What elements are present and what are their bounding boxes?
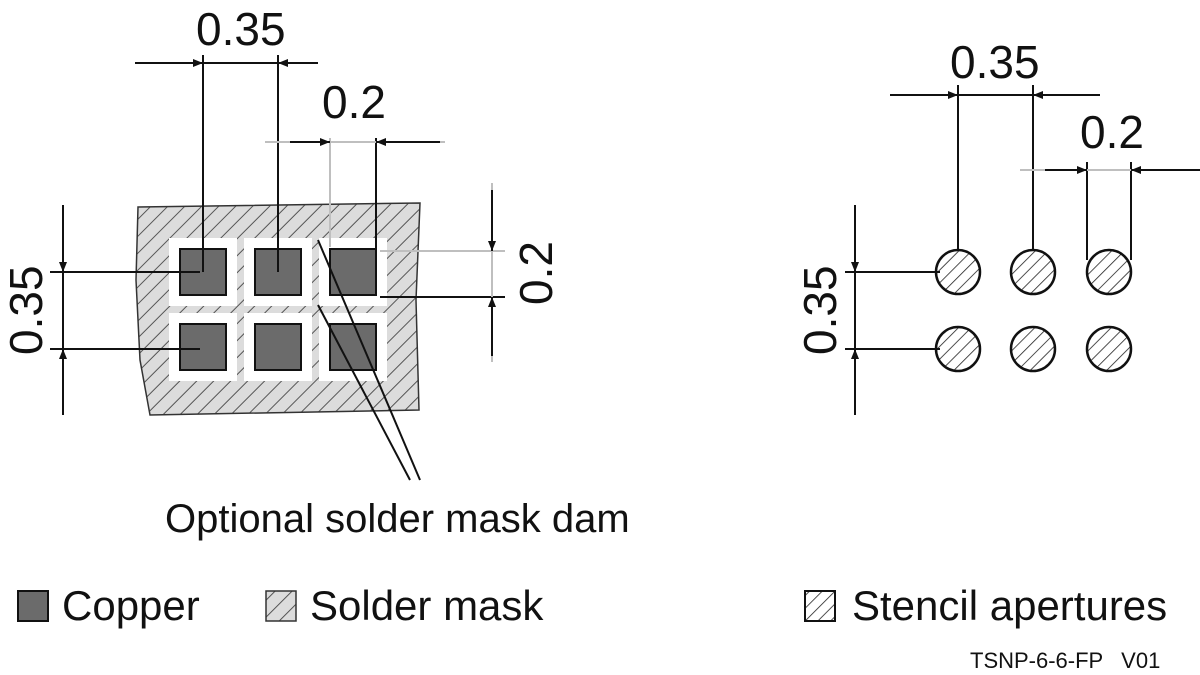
stencil-swatch bbox=[804, 590, 836, 622]
drawing-id: TSNP-6-6-FP V01 bbox=[970, 648, 1160, 673]
left-pad-x-label: 0.2 bbox=[322, 76, 386, 128]
legend: Copper Solder mask Stencil apertures bbox=[17, 582, 1167, 629]
copper-pad-4 bbox=[179, 323, 227, 371]
solder-mask-dam-note: Optional solder mask dam bbox=[165, 497, 630, 541]
stencil-aperture-6 bbox=[1085, 325, 1133, 373]
left-pitch-y-label: 0.35 bbox=[0, 265, 52, 355]
copper-pad-3 bbox=[329, 248, 377, 296]
stencil-aperture-3 bbox=[1085, 248, 1133, 296]
left-dimension-lines bbox=[50, 55, 505, 481]
legend-stencil-label: Stencil apertures bbox=[852, 582, 1167, 629]
legend-solder-mask-label: Solder mask bbox=[310, 582, 544, 629]
copper-pad-5 bbox=[254, 323, 302, 371]
copper-swatch bbox=[17, 590, 49, 622]
right-pitch-x-label: 0.35 bbox=[950, 36, 1040, 88]
right-pad-x-label: 0.2 bbox=[1080, 106, 1144, 158]
copper-pad-6 bbox=[329, 323, 377, 371]
stencil-aperture-2 bbox=[1009, 248, 1057, 296]
right-footprint bbox=[934, 248, 1133, 373]
left-footprint bbox=[135, 202, 421, 416]
stencil-aperture-5 bbox=[1009, 325, 1057, 373]
legend-copper-label: Copper bbox=[62, 582, 200, 629]
left-pad-y-label: 0.2 bbox=[510, 241, 562, 305]
left-pitch-x-label: 0.35 bbox=[196, 3, 286, 55]
stencil-aperture-1 bbox=[934, 248, 982, 296]
right-pitch-y-label: 0.35 bbox=[794, 265, 846, 355]
right-dimension-lines bbox=[845, 85, 1200, 415]
stencil-aperture-4 bbox=[934, 325, 982, 373]
solder-mask-swatch bbox=[265, 590, 297, 622]
